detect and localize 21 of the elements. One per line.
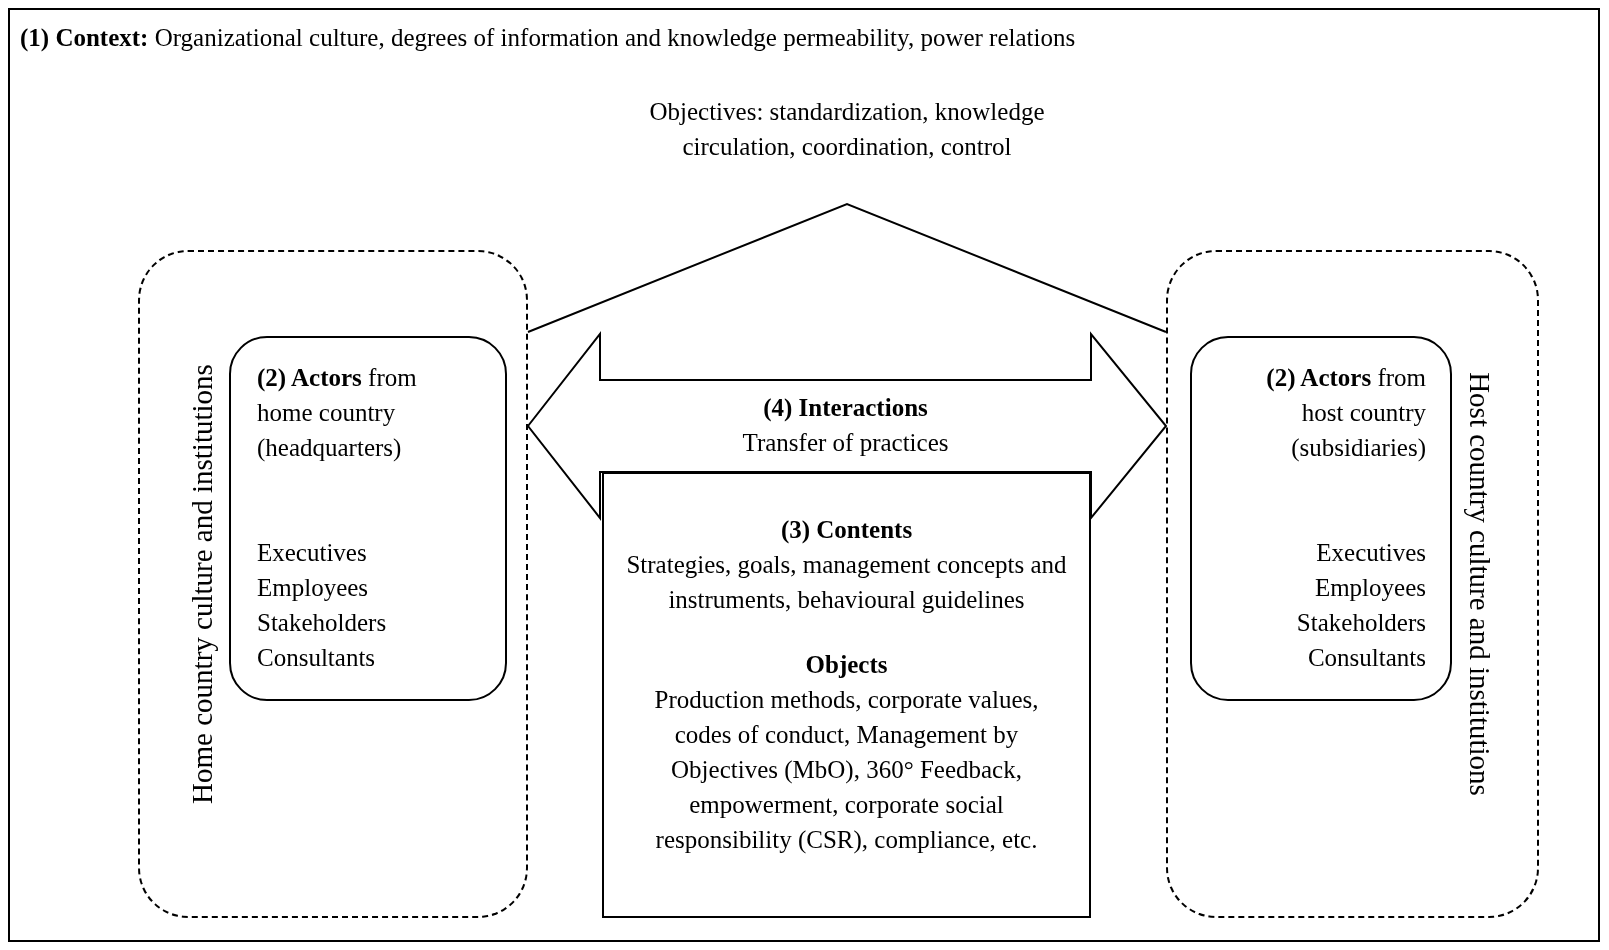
actors-heading: (2) Actors from host country (subsidiaries) [1265,363,1426,464]
roof-line [527,202,1167,333]
actors-list: Executives Employees Stakeholders Consultants [1296,535,1426,675]
contents-text: Strategies, goals, management concepts and instruments, behavioural guidelines [625,550,1068,615]
context-frame [8,8,1600,942]
contents-box [602,472,1091,918]
objects-text: Production methods, corporate values, codes of conduct, Management by Objectives (MbO), 360° Feedback, empowerment, corporate social responsibility (CSR), compliance, etc. [653,685,1040,856]
context-text: (1) Context: Organizational culture, degrees of information and knowledge permeability, power relations [20,23,1076,54]
culture-region [1166,250,1539,918]
actors-box [1190,336,1452,701]
actors-box [229,336,507,701]
region-title: Host country culture and institutions [1462,372,1497,796]
region-title: Home country culture and institutions [184,364,219,804]
edge-label: (4) Interactions Transfer of practices [741,393,950,458]
objects-heading: Objects [804,650,889,680]
actors-list: Executives Employees Stakeholders Consultants [257,535,387,675]
objectives-text: Objectives: standardization, knowledge circulation, coordination, control [648,97,1046,162]
contents-heading: (3) Contents [779,515,914,546]
actors-heading: (2) Actors from home country (headquarters) [257,363,418,464]
double-block-arrow [526,331,1168,521]
culture-region [138,250,528,918]
